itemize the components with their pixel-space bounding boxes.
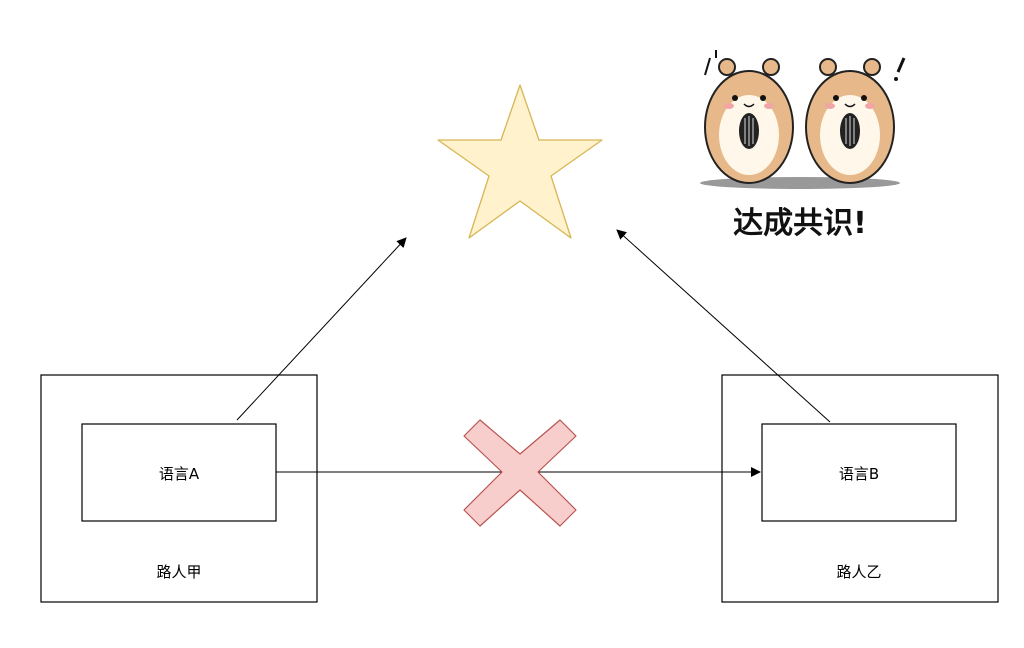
language-b-label: 语言B [839,465,879,483]
left-hamster-icon [704,50,794,184]
right-hamster-icon [805,57,906,184]
language-b-box [761,423,957,522]
person-a-label: 路人甲 [156,563,201,581]
language-a-box [81,423,277,522]
sticker-caption: 达成共识! [733,206,867,241]
star-icon [437,84,603,239]
language-a-label: 语言A [159,465,200,483]
cross-icon [463,419,577,527]
person-a-container: 语言A 路人甲 [40,374,318,603]
hamster-sticker: 达成共识! [700,50,906,241]
person-b-container: 语言B 路人乙 [721,374,999,603]
person-b-label: 路人乙 [836,563,881,581]
arrow-a-to-star [236,237,407,421]
arrow-b-to-star [616,229,831,423]
